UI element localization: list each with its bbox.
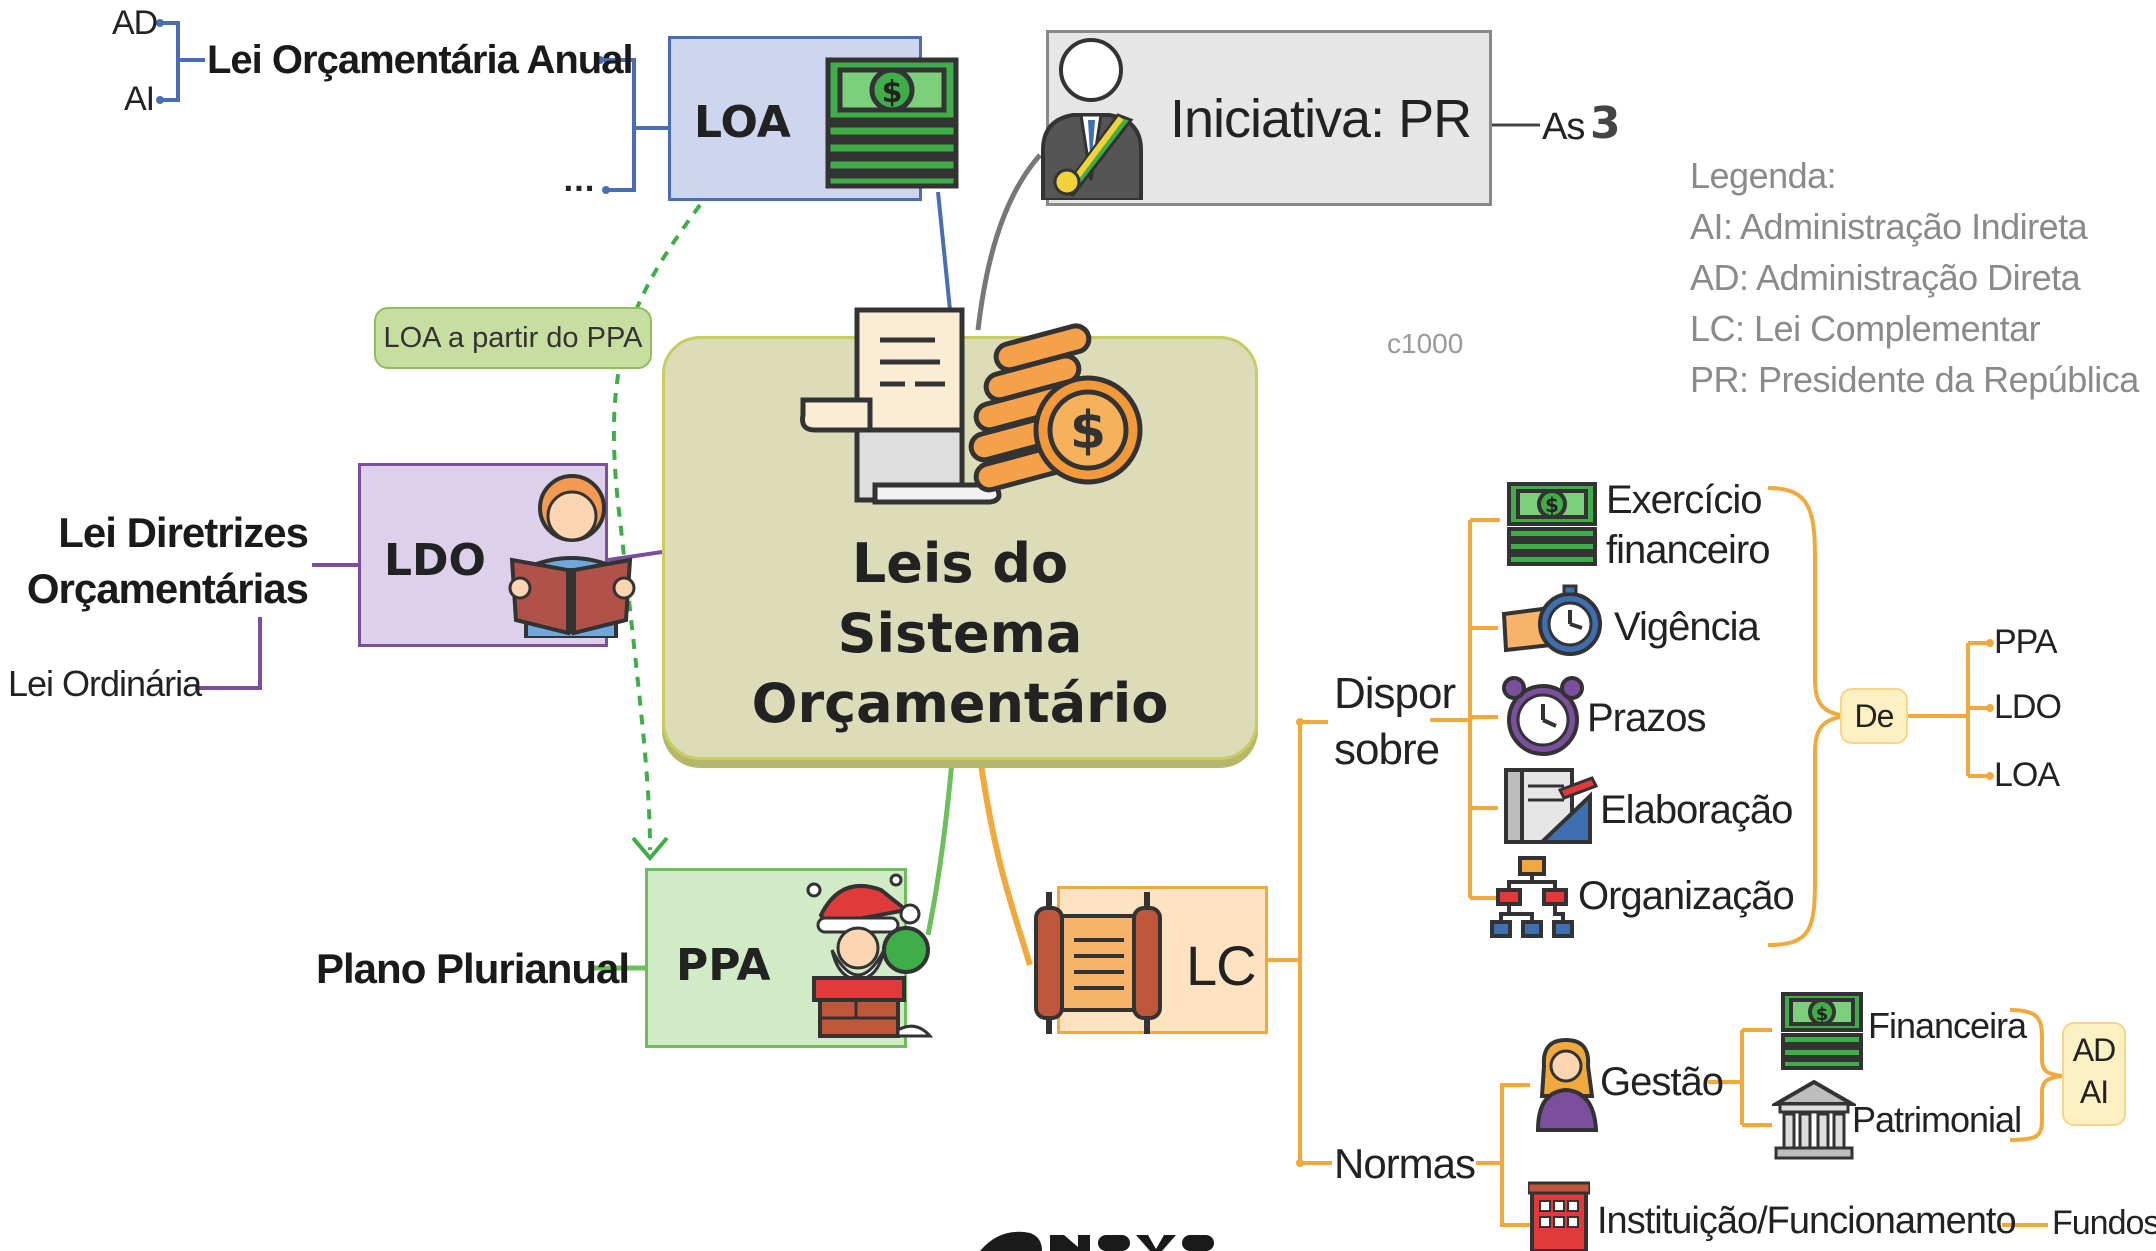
reader-icon: [508, 474, 636, 638]
normas: Normas: [1334, 1140, 1476, 1187]
ldo-name-line1: Lei Diretrizes: [58, 509, 309, 556]
money-icon: $: [1781, 992, 1863, 1070]
de-item-ppa: PPA: [1994, 623, 2058, 661]
money-stack-icon: $: [825, 57, 959, 189]
loa-branch-ad: AD: [112, 4, 158, 42]
loa-from-ppa-text: LOA a partir do PPA: [383, 322, 643, 354]
alarm-clock-icon: [1502, 676, 1584, 756]
iniciativa-note-prefix: As: [1542, 106, 1585, 148]
organizacao: Organização: [1578, 874, 1795, 918]
admin-ai: AI: [2079, 1074, 2109, 1110]
loa-label: LOA: [694, 97, 791, 148]
ppa-label: PPA: [676, 940, 771, 991]
dispor-line2: sobre: [1334, 725, 1440, 774]
building-icon: [1528, 1181, 1590, 1251]
ldo-type: Lei Ordinária: [8, 663, 202, 704]
blueprint-ruler-icon: [1504, 768, 1598, 844]
instituicao-funcionamento: Instituição/Funcionamento: [1597, 1200, 2017, 1242]
loa-from-ppa-note: [374, 307, 652, 369]
de-node: [1840, 688, 1908, 744]
brand-logo-partial: [980, 1231, 1214, 1251]
ldo-name-line2: Orçamentárias: [26, 565, 309, 612]
exercicio-line2: financeiro: [1606, 528, 1770, 572]
ldo-label: LDO: [384, 535, 486, 586]
legend-item: AD: Administração Direta: [1690, 257, 2081, 298]
legend-title: Legenda:: [1690, 155, 1837, 196]
scroll-coins-icon: $: [800, 307, 1143, 505]
de-label: De: [1854, 698, 1895, 734]
admin-node: [2062, 1022, 2126, 1126]
legend: Legenda: AI: Administração Indireta AD: …: [1690, 150, 2139, 405]
scroll-icon: [1034, 892, 1162, 1034]
svg-text:$: $: [1816, 1004, 1829, 1025]
gestao-financeira: Financeira: [1868, 1005, 2027, 1046]
admin-ad: AD: [2072, 1032, 2116, 1068]
loa-branch-more: ...: [563, 165, 595, 198]
legend-item: PR: Presidente da República: [1690, 359, 2139, 400]
de-item-ldo: LDO: [1994, 688, 2062, 726]
gestao: Gestão: [1600, 1060, 1724, 1104]
legend-item: LC: Lei Complementar: [1690, 308, 2041, 349]
de-item-loa: LOA: [1994, 756, 2060, 794]
gestao-patrimonial: Patrimonial: [1852, 1099, 2022, 1140]
money-icon: $: [1507, 482, 1597, 566]
ppa-name: Plano Plurianual: [316, 945, 630, 992]
legend-item: AI: Administração Indireta: [1690, 206, 2088, 247]
prazos: Prazos: [1587, 696, 1706, 740]
president-icon: [1041, 38, 1143, 200]
vigencia: Vigência: [1614, 605, 1760, 649]
person-icon: [1535, 1037, 1599, 1132]
central-title-line2: Sistema: [837, 602, 1083, 665]
bank-building-icon: [1772, 1079, 1856, 1160]
exercicio-line1: Exercício: [1606, 478, 1762, 522]
fundos: Fundos: [2052, 1204, 2156, 1242]
loa-branch-ai: AI: [124, 80, 155, 118]
elaboracao: Elaboração: [1600, 788, 1793, 832]
central-title-line3: Orçamentário: [751, 672, 1169, 735]
santa-icon: [806, 873, 934, 1038]
loa-name: Lei Orçamentária Anual: [207, 38, 634, 82]
stopwatch-hand-icon: [1501, 584, 1602, 656]
svg-text:$: $: [1070, 401, 1106, 461]
code-label: c1000: [1387, 328, 1464, 359]
iniciativa-label: Iniciativa: PR: [1170, 89, 1472, 149]
svg-text:$: $: [882, 75, 903, 110]
svg-text:$: $: [1545, 493, 1559, 517]
iniciativa-note-number: 3: [1590, 98, 1621, 149]
dispor-line1: Dispor: [1334, 669, 1456, 718]
central-title-line1: Leis do: [851, 532, 1069, 595]
lc-label: LC: [1186, 934, 1257, 997]
org-chart-icon: [1490, 856, 1574, 938]
